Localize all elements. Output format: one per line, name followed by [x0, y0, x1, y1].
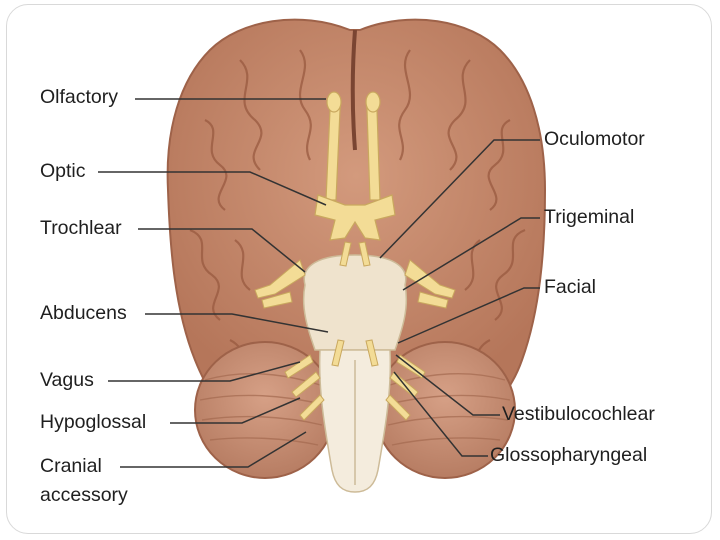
label-abducens: Abducens	[40, 302, 127, 324]
label-cranial: Cranial	[40, 455, 102, 477]
label-trigeminal: Trigeminal	[544, 206, 634, 228]
label-facial: Facial	[544, 276, 596, 298]
label-optic: Optic	[40, 160, 86, 182]
label-vestibulocochlear: Vestibulocochlear	[502, 403, 655, 425]
label-olfactory: Olfactory	[40, 86, 118, 108]
label-accessory: accessory	[40, 484, 128, 506]
pons	[304, 255, 407, 350]
label-oculomotor: Oculomotor	[544, 128, 645, 150]
fissure	[353, 30, 355, 150]
label-trochlear: Trochlear	[40, 217, 122, 239]
label-vagus: Vagus	[40, 369, 94, 391]
label-glossopharyngeal: Glossopharyngeal	[490, 444, 647, 466]
label-hypoglossal: Hypoglossal	[40, 411, 146, 433]
